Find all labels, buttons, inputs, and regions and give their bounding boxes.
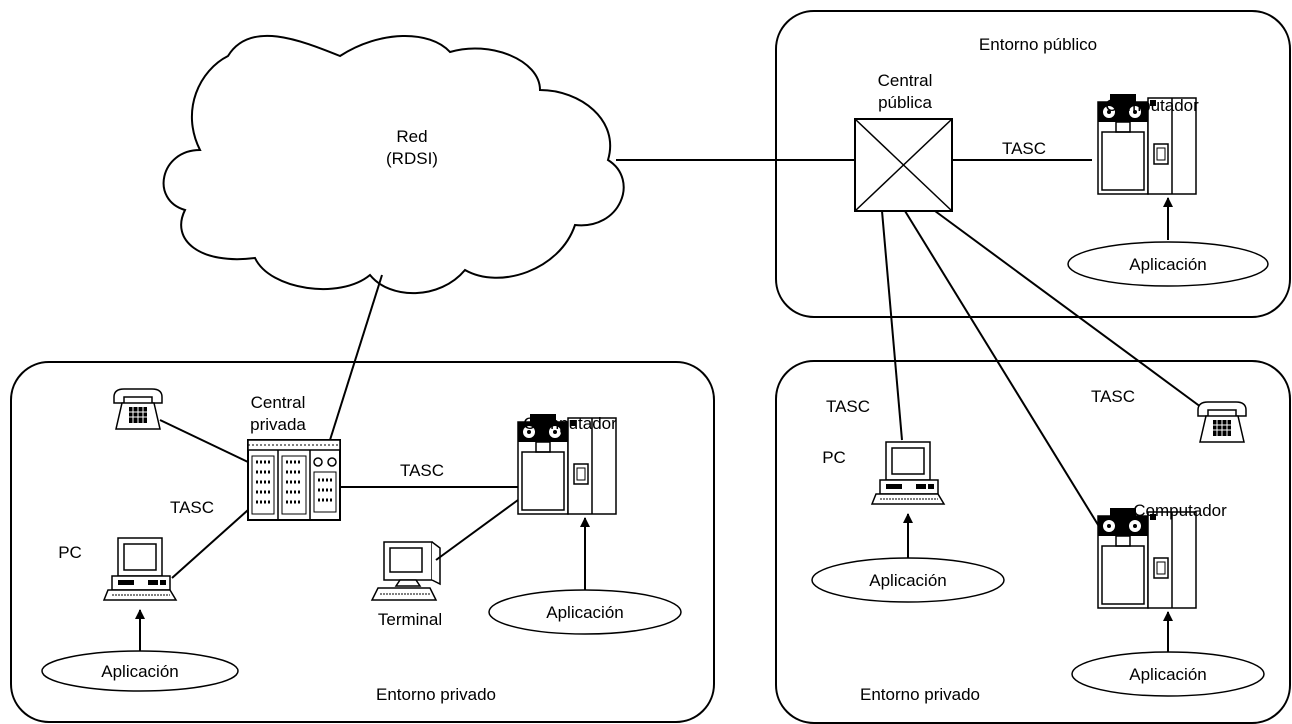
private-right-phone-icon — [1197, 401, 1247, 443]
private-left-app-pc-label: Aplicación — [101, 662, 179, 681]
public-env-title: Entorno público — [979, 35, 1097, 54]
public-link-label: TASC — [1002, 139, 1046, 158]
link-network-private — [329, 274, 383, 441]
private-left-terminal-label: Terminal — [378, 610, 442, 629]
private-right-app-computer-ellipse — [1071, 651, 1265, 697]
private-right-app-pc-label: Aplicación — [869, 571, 947, 590]
private-right-computer-icon — [1097, 507, 1197, 609]
private-left-pc-label: PC — [58, 543, 82, 562]
phone-icon — [113, 388, 163, 430]
private-left-link-computer: TASC — [400, 461, 444, 480]
private-left-env-title: Entorno privado — [376, 685, 496, 704]
private-exchange-icon — [247, 439, 341, 521]
private-left-computer-label: Computador — [523, 414, 617, 433]
network-sub: (RDSI) — [386, 149, 438, 168]
public-exchange-icon — [854, 118, 953, 212]
public-env-box — [775, 10, 1291, 318]
link-phone-exchange — [159, 419, 249, 463]
private-left-app-computer-label: Aplicación — [546, 603, 624, 622]
terminal-icon — [371, 541, 441, 601]
network-cloud — [162, 34, 625, 295]
link-public-computer-right — [904, 210, 1101, 529]
link-public-phone-right — [934, 210, 1206, 411]
pc-icon — [103, 537, 177, 601]
public-app-label: Aplicación — [1129, 255, 1207, 274]
network-name: Red — [396, 127, 427, 146]
private-left-link-pc: TASC — [170, 498, 214, 517]
link-terminal-computer — [435, 499, 519, 561]
link-pc-exchange — [171, 509, 249, 579]
public-app-ellipse — [1067, 241, 1269, 287]
private-env-left-box — [10, 361, 715, 723]
private-right-link-pc: TASC — [826, 397, 870, 416]
private-right-app-computer-label: Aplicación — [1129, 665, 1207, 684]
private-right-app-pc-ellipse — [811, 557, 1005, 603]
private-right-pc-label: PC — [822, 448, 846, 467]
private-left-app-computer-ellipse — [488, 589, 682, 635]
public-computer-label: Computador — [1105, 96, 1199, 115]
private-env-right-box — [775, 360, 1291, 724]
public-exchange-label-1: Central — [878, 71, 933, 90]
private-exchange-label-1: Central — [251, 393, 306, 412]
private-right-env-title: Entorno privado — [860, 685, 980, 704]
private-left-app-pc-ellipse — [41, 650, 239, 692]
link-public-pc-right — [881, 210, 903, 441]
private-right-link-phone: TASC — [1091, 387, 1135, 406]
private-exchange-label-2: privada — [250, 415, 306, 434]
private-right-computer-label: Computador — [1133, 501, 1227, 520]
public-exchange-label-2: pública — [878, 93, 932, 112]
private-right-pc-icon — [871, 441, 945, 505]
